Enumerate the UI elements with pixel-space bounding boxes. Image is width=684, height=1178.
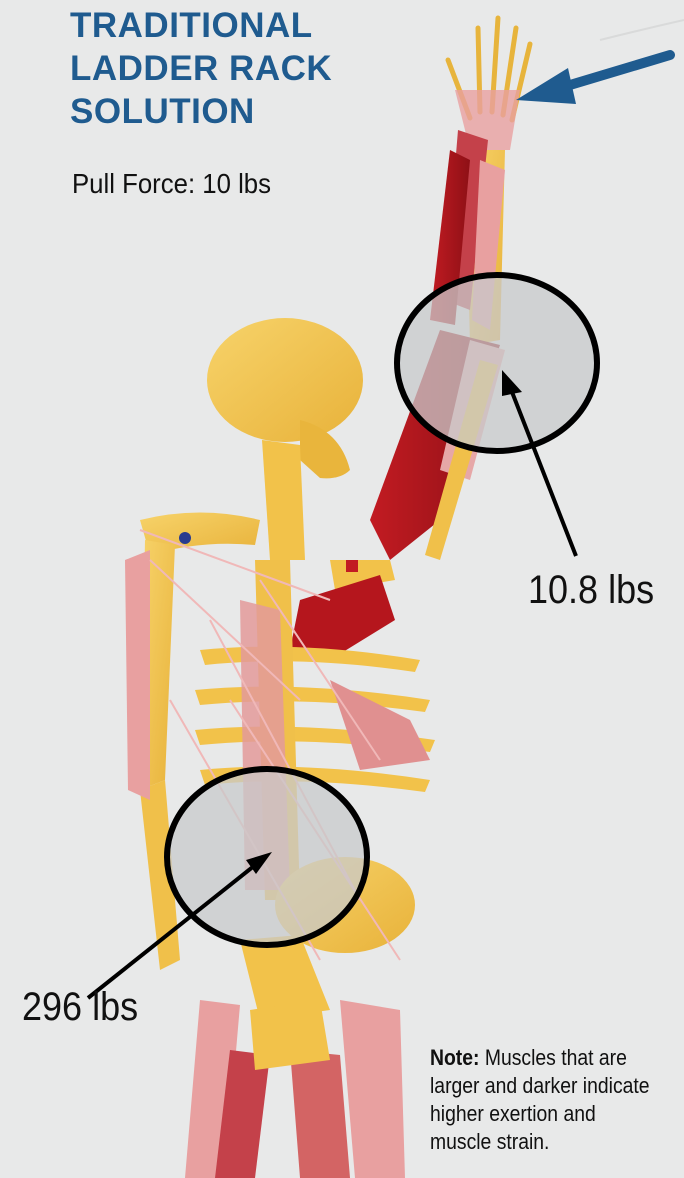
left-arm-muscle [125, 550, 150, 800]
joint-marker [179, 532, 191, 544]
pull-force-label: Pull Force: 10 lbs [72, 168, 271, 200]
hip-joint [250, 1000, 330, 1070]
diagram-title: TRADITIONAL LADDER RACK SOLUTION [70, 4, 390, 133]
joint-marker-red [346, 560, 358, 572]
cervical-spine [262, 440, 305, 560]
background-line [600, 20, 684, 40]
right-leg-muscle [340, 1000, 405, 1178]
right-thigh-muscle [290, 1050, 350, 1178]
elbow-force-label: 10.8 lbs [528, 568, 654, 613]
pull-force-arrow [516, 55, 670, 104]
lower-back-force-label: 296 lbs [22, 985, 138, 1030]
note-text: Note: Muscles that are larger and darker… [430, 1044, 650, 1156]
note-label: Note: [430, 1045, 479, 1070]
elbow-highlight-circle [397, 275, 597, 451]
skull [207, 318, 363, 442]
